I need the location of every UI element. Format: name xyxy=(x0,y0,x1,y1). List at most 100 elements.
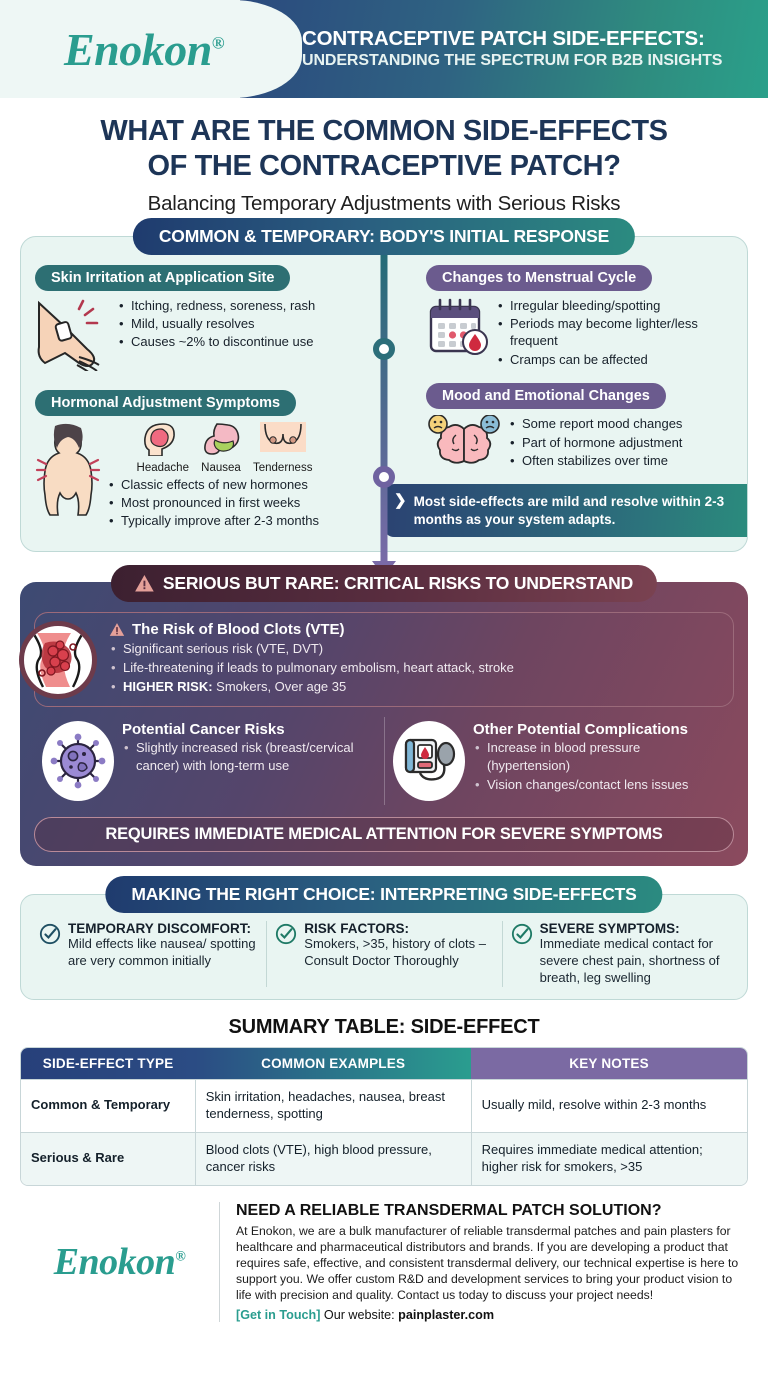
symptom-caption: Tenderness xyxy=(252,461,313,474)
table-row: Common & Temporary Skin irritation, head… xyxy=(21,1079,747,1133)
choice-item-risk-factors: RISK FACTORS: Smokers, >35, history of c… xyxy=(266,921,501,987)
warning-triangle-icon xyxy=(109,623,125,637)
bullet-item: Increase in blood pressure (hypertension… xyxy=(475,739,726,774)
get-in-touch-link[interactable]: [Get in Touch] xyxy=(236,1308,321,1323)
bullet-item: Slightly increased risk (breast/cervical… xyxy=(124,739,376,774)
breast-icon xyxy=(259,421,306,452)
symptom-icon-row: Headache Nausea xyxy=(107,421,342,474)
header-banner: CONTRACEPTIVE PATCH SIDE-EFFECTS: UNDERS… xyxy=(240,0,768,98)
other-complications-card: Other Potential Complications Increase i… xyxy=(384,717,734,806)
bullet-item: Mild, usually resolves xyxy=(119,315,342,333)
choice-text: Mild effects like nausea/ spotting are v… xyxy=(68,936,256,969)
footer-title: NEED A RELIABLE TRANSDERMAL PATCH SOLUTI… xyxy=(236,1201,662,1219)
bullet-item: Irregular bleeding/spotting xyxy=(498,297,733,315)
card-mood-changes-bullets: Some report mood changes Part of hormone… xyxy=(508,415,733,470)
bullet-item: Significant serious risk (VTE, DVT) xyxy=(111,640,721,658)
table-cell-type: Serious & Rare xyxy=(21,1131,196,1185)
stomach-icon xyxy=(204,422,240,455)
serious-section: SERIOUS BUT RARE: CRITICAL RISKS TO UNDE… xyxy=(19,565,748,867)
vte-card-bullets: Significant serious risk (VTE, DVT) Life… xyxy=(109,640,721,695)
cancer-risk-title: Potential Cancer Risks xyxy=(122,721,285,739)
cancer-cell-icon xyxy=(42,721,114,802)
card-hormonal-symptoms-label: Hormonal Adjustment Symptoms xyxy=(35,389,297,416)
head-brain-icon xyxy=(143,422,175,457)
card-menstrual-cycle: Changes to Menstrual Cycle xyxy=(426,264,733,370)
footer-logo-area: Enokon® xyxy=(20,1201,220,1323)
blood-clot-vessel-icon xyxy=(19,620,97,699)
footer-registered-mark: ® xyxy=(175,1249,186,1265)
chevron-right-icon: ❯ xyxy=(394,492,407,510)
choice-title: TEMPORARY DISCOMFORT: xyxy=(68,921,252,937)
bullet-item: Itching, redness, soreness, rash xyxy=(119,297,342,315)
card-menstrual-cycle-bullets: Irregular bleeding/spotting Periods may … xyxy=(496,297,733,370)
table-cell-examples: Skin irritation, headaches, nausea, brea… xyxy=(194,1079,472,1133)
common-section-note: ❯ Most side-effects are mild and resolve… xyxy=(384,484,747,538)
choice-text: Immediate medical contact for severe che… xyxy=(539,936,720,986)
common-section: COMMON & TEMPORARY: BODY'S INITIAL RESPO… xyxy=(20,217,748,578)
brand-registered-mark: ® xyxy=(211,33,225,53)
right-choice-heading: MAKING THE RIGHT CHOICE: INTERPRETING SI… xyxy=(105,876,663,914)
choice-item-severe-symptoms: SEVERE SYMPTOMS: Immediate medical conta… xyxy=(501,921,737,987)
card-mood-changes: Mood and Emotional Changes xyxy=(426,383,733,476)
card-hormonal-symptoms: Hormonal Adjustment Symptoms xyxy=(35,389,342,531)
bullet-item: Life-threatening if leads to pulmonary e… xyxy=(111,659,721,677)
footer-brand-text: Enokon xyxy=(53,1240,176,1283)
footer-brand-logo: Enokon® xyxy=(54,1240,186,1284)
bullet-item: Causes ~2% to discontinue use xyxy=(119,333,342,351)
card-skin-irritation: Skin Irritation at Application Site xyxy=(35,264,342,376)
blood-pressure-monitor-icon xyxy=(393,721,465,802)
urgent-attention-banner: REQUIRES IMMEDIATE MEDICAL ATTENTION FOR… xyxy=(34,817,734,853)
bullet-item: Often stabilizes over time xyxy=(510,452,733,470)
bullet-item: Periods may become lighter/less frequent xyxy=(498,315,733,350)
summary-table-title: SUMMARY TABLE: SIDE-EFFECT xyxy=(228,1016,540,1038)
calendar-blood-drop-icon xyxy=(426,297,490,364)
summary-table: SIDE-EFFECT TYPE COMMON EXAMPLES KEY NOT… xyxy=(20,1047,748,1186)
header-title: CONTRACEPTIVE PATCH SIDE-EFFECTS: xyxy=(302,26,705,50)
vte-card-title-text: The Risk of Blood Clots (VTE) xyxy=(132,621,345,639)
check-circle-icon xyxy=(511,923,533,950)
timeline-node-2 xyxy=(373,465,395,488)
choice-item-temporary-discomfort: TEMPORARY DISCOMFORT: Mild effects like … xyxy=(31,921,266,987)
vte-card-title: The Risk of Blood Clots (VTE) xyxy=(109,621,721,638)
card-mood-changes-label: Mood and Emotional Changes xyxy=(426,383,666,410)
website-url[interactable]: painplaster.com xyxy=(398,1308,495,1323)
bullet-item: Most pronounced in first weeks xyxy=(109,494,342,512)
hero-title-block: WHAT ARE THE COMMON SIDE-EFFECTS OF THE … xyxy=(0,98,768,222)
header-logo-area: Enokon® xyxy=(0,0,288,98)
check-circle-icon xyxy=(39,923,61,950)
footer-body: At Enokon, we are a bulk manufacturer of… xyxy=(236,1223,739,1302)
bullet-item: Typically improve after 2-3 months xyxy=(109,512,342,530)
other-complications-bullets: Increase in blood pressure (hypertension… xyxy=(473,739,726,793)
other-complications-title: Other Potential Complications xyxy=(473,721,689,739)
warning-triangle-icon xyxy=(135,575,154,592)
arm-patch-icon xyxy=(35,297,111,376)
bullet-item: Cramps can be affected xyxy=(498,351,733,369)
brand-logo: Enokon® xyxy=(63,23,225,76)
symptom-caption: Headache xyxy=(136,461,189,474)
symptom-nausea: Nausea xyxy=(197,422,245,474)
bullet-item: Classic effects of new hormones xyxy=(109,476,342,494)
bullet-item: Part of hormone adjustment xyxy=(510,434,733,452)
brain-emoji-icon xyxy=(426,414,502,476)
symptom-headache: Headache xyxy=(137,422,189,474)
bullet-item: Vision changes/contact lens issues xyxy=(475,776,726,794)
table-cell-notes: Usually mild, resolve within 2-3 months xyxy=(470,1079,747,1133)
choice-title: RISK FACTORS: xyxy=(304,921,410,937)
page-subtitle: Balancing Temporary Adjustments with Ser… xyxy=(147,191,621,215)
page-footer: Enokon® NEED A RELIABLE TRANSDERMAL PATC… xyxy=(20,1200,748,1323)
card-menstrual-cycle-label: Changes to Menstrual Cycle xyxy=(426,264,653,291)
table-column-header: SIDE-EFFECT TYPE xyxy=(21,1048,196,1080)
vte-risk-card: The Risk of Blood Clots (VTE) Significan… xyxy=(19,612,734,708)
page-title-line1: WHAT ARE THE COMMON SIDE-EFFECTS xyxy=(100,115,668,147)
header-subtitle: UNDERSTANDING THE SPECTRUM FOR B2B INSIG… xyxy=(302,52,723,70)
higher-risk-text: Smokers, Over age 35 xyxy=(212,678,347,694)
table-cell-notes: Requires immediate medical attention; hi… xyxy=(470,1131,747,1185)
higher-risk-label: HIGHER RISK: xyxy=(123,678,213,694)
right-choice-section: MAKING THE RIGHT CHOICE: INTERPRETING SI… xyxy=(20,876,748,1000)
cancer-risk-card: Potential Cancer Risks Slightly increase… xyxy=(34,717,384,805)
common-section-heading: COMMON & TEMPORARY: BODY'S INITIAL RESPO… xyxy=(132,217,636,255)
card-skin-irritation-label: Skin Irritation at Application Site xyxy=(35,264,291,291)
symptom-caption: Nausea xyxy=(201,461,241,474)
brand-logo-text: Enokon xyxy=(63,23,212,75)
common-section-note-text: Most side-effects are mild and resolve w… xyxy=(413,494,725,527)
